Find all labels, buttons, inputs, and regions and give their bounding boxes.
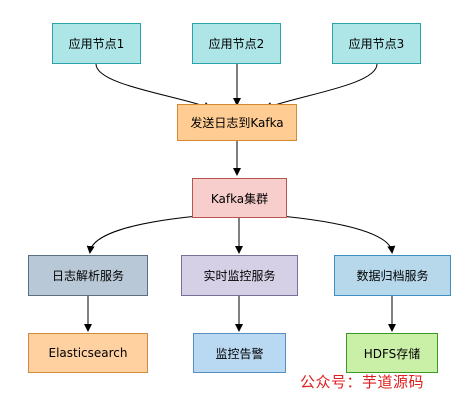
edge-app1-to-send [95,63,212,110]
node-data-archive: 数据归档服务 [334,255,451,296]
node-app-2-label: 应用节点2 [208,37,265,51]
node-log-parse-label: 日志解析服务 [51,269,124,283]
node-monitor-alert: 监控告警 [193,333,286,373]
edge-kafka-to-archive [269,214,396,254]
node-app-2: 应用节点2 [192,23,281,64]
watermark-text: 公众号：芋道源码 [300,373,425,391]
edge-kafka-to-logparse [86,214,209,254]
node-kafka-cluster: Kafka集群 [192,178,287,218]
node-kafka-cluster-label: Kafka集群 [210,191,269,206]
node-hdfs-storage: HDFS存储 [346,333,438,373]
node-app-1-label: 应用节点1 [68,37,125,51]
node-send-logs-label: 发送日志到Kafka [190,116,284,130]
node-data-archive-label: 数据归档服务 [356,269,429,283]
node-send-logs: 发送日志到Kafka [177,104,297,141]
node-hdfs-storage-label: HDFS存储 [363,346,421,361]
node-monitor-alert-label: 监控告警 [215,346,264,361]
node-app-3-label: 应用节点3 [348,37,405,51]
node-app-1: 应用节点1 [52,23,141,64]
node-realtime-monitor: 实时监控服务 [181,255,298,296]
node-elasticsearch: Elasticsearch [28,333,148,373]
node-app-3: 应用节点3 [332,23,421,64]
node-log-parse: 日志解析服务 [28,255,148,296]
node-realtime-monitor-label: 实时监控服务 [203,269,276,283]
edge-app3-to-send [264,63,378,110]
node-elasticsearch-label: Elasticsearch [48,346,128,360]
